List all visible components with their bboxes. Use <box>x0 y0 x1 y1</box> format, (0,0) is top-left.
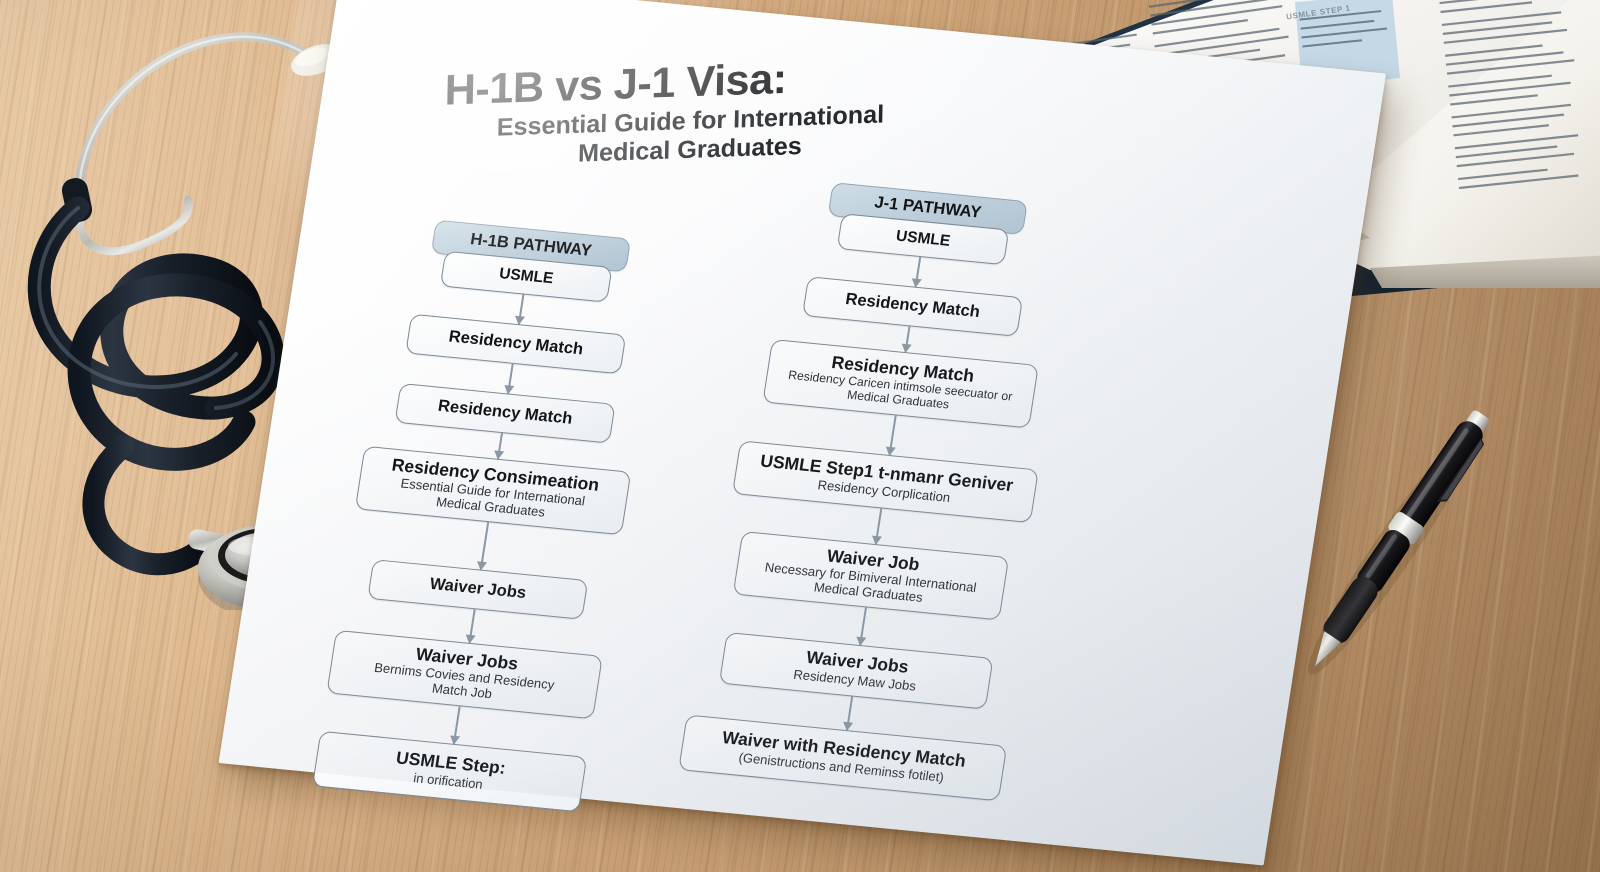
arrow-h1b-5-6 <box>468 609 476 644</box>
arrow-h1b-4-5 <box>479 522 490 570</box>
node-h1b-4: Residency Consimeation Essential Guide f… <box>354 445 632 536</box>
title-main: H-1B vs J-1 Visa: <box>444 55 788 115</box>
node-h1b-5-title: Waiver Jobs <box>428 575 528 603</box>
printed-handout: H-1B vs J-1 Visa: Essential Guide for In… <box>178 0 1441 872</box>
arrow-j1-1-2 <box>914 256 922 287</box>
node-h1b-3-title: Residency Match <box>436 397 574 429</box>
node-j1-5: Waiver Job Necessary for Bimiveral Inter… <box>732 531 1010 621</box>
column-h1b-pathway: H-1B PATHWAY USMLE Residency Match Resid… <box>311 216 667 813</box>
arrow-h1b-2-3 <box>507 363 514 394</box>
arrow-j1-3-4 <box>888 415 897 456</box>
node-h1b-6: Waiver Jobs Bernims Covies and Residency… <box>326 629 603 720</box>
node-h1b-1-title: USMLE <box>498 264 555 288</box>
node-j1-2-title: Residency Match <box>844 290 982 322</box>
page-title: H-1B vs J-1 Visa: Essential Guide for In… <box>443 51 1009 173</box>
arrow-h1b-1-2 <box>517 294 525 325</box>
node-h1b-6-subtitle: Bernims Covies and Residency Match Job <box>373 660 556 702</box>
node-h1b-2-title: Residency Match <box>447 327 585 359</box>
arrow-h1b-3-4 <box>497 432 503 459</box>
arrow-h1b-6-7 <box>452 706 461 744</box>
column-j1-pathway: J-1 PATHWAY USMLE Residency Match Reside… <box>678 176 1090 802</box>
arrow-j1-4-5 <box>874 508 883 545</box>
node-j1-1-title: USMLE <box>894 227 952 250</box>
paper-sheet: H-1B vs J-1 Visa: Essential Guide for In… <box>218 0 1387 866</box>
node-j1-3: Residency Match Residency Caricen intims… <box>762 338 1039 429</box>
flowchart-content: H-1B vs J-1 Visa: Essential Guide for In… <box>219 0 1387 865</box>
arrow-j1-5-6 <box>859 607 867 646</box>
arrow-j1-2-3 <box>904 326 911 353</box>
arrow-j1-6-7 <box>846 696 854 731</box>
node-h1b-7: USMLE Step: in orification <box>311 730 588 813</box>
